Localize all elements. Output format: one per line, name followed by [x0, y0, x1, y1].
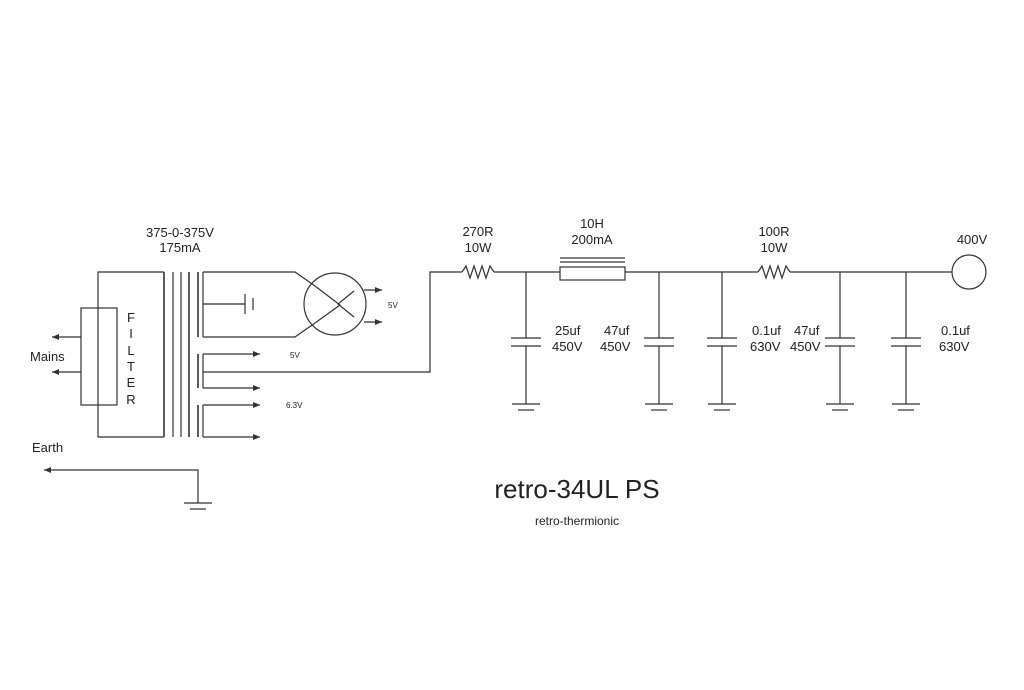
filter-letter: I — [129, 326, 133, 341]
transformer-voltage: 375-0-375V — [146, 225, 214, 240]
page-subtitle: retro-thermionic — [535, 514, 619, 528]
r2-value: 100R — [758, 224, 789, 239]
c4-value: 47uf — [794, 323, 820, 338]
capacitor-c3 — [707, 272, 737, 411]
heater-6v3-label: 6.3V — [286, 401, 303, 410]
capacitor-c2 — [644, 272, 674, 411]
capacitor-c1 — [511, 272, 541, 411]
output-voltage: 400V — [957, 232, 988, 247]
choke-current: 200mA — [571, 232, 613, 247]
rectifier-valve: 5V — [303, 272, 398, 336]
choke — [559, 257, 626, 281]
c1-voltage: 450V — [552, 339, 583, 354]
filter-letter: R — [126, 392, 135, 407]
capacitor-c5 — [891, 272, 921, 411]
mains-filter: F I L T E R Mains — [30, 271, 164, 438]
c5-value: 0.1uf — [941, 323, 970, 338]
heater-5v-winding: 5V — [197, 351, 300, 391]
resistor-270r — [461, 264, 495, 280]
transformer-current: 175mA — [159, 240, 201, 255]
resistor-100r — [757, 264, 791, 280]
c1-value: 25uf — [555, 323, 581, 338]
c2-voltage: 450V — [600, 339, 631, 354]
r1-value: 270R — [462, 224, 493, 239]
page-title: retro-34UL PS — [494, 474, 659, 504]
earth: Earth — [32, 440, 212, 510]
r1-power: 10W — [465, 240, 492, 255]
c3-value: 0.1uf — [752, 323, 781, 338]
choke-value: 10H — [580, 216, 604, 231]
r2-power: 10W — [761, 240, 788, 255]
ht-secondary — [197, 271, 316, 338]
heater-6v3-winding: 6.3V — [197, 401, 303, 440]
c4-voltage: 450V — [790, 339, 821, 354]
filter-letter: F — [127, 310, 135, 325]
c5-voltage: 630V — [939, 339, 970, 354]
ht-rail — [203, 254, 987, 373]
rectifier-5v-label: 5V — [388, 301, 398, 310]
filter-letter: T — [127, 359, 135, 374]
c3-voltage: 630V — [750, 339, 781, 354]
capacitor-c4 — [825, 272, 855, 411]
filter-box — [80, 307, 118, 406]
filter-letter: E — [127, 375, 136, 390]
heater-5v-label: 5V — [290, 351, 300, 360]
filter-letter: L — [127, 343, 134, 358]
c2-value: 47uf — [604, 323, 630, 338]
output-terminal — [951, 254, 987, 290]
mains-label: Mains — [30, 349, 65, 364]
earth-label: Earth — [32, 440, 63, 455]
transformer: 375-0-375V 175mA — [146, 225, 214, 437]
